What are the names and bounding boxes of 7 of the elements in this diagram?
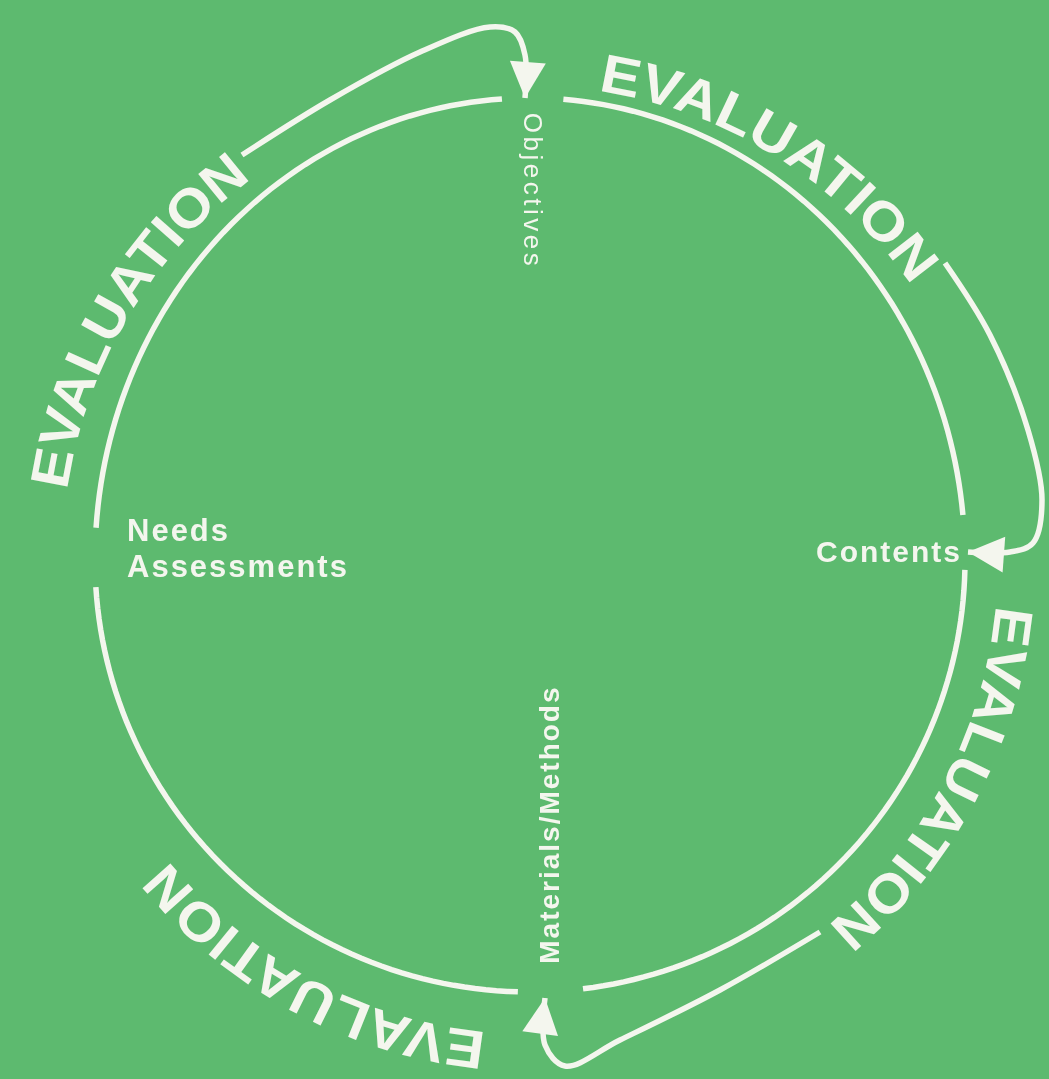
stage-label: Contents: [816, 513, 967, 570]
stage-label: Needs Assessments: [96, 507, 359, 605]
arrow: [240, 24, 546, 158]
arrow: [942, 261, 1045, 573]
arrow: [522, 929, 822, 1069]
stage-label: Materials/Methods: [511, 684, 588, 999]
stage-label: Objectives: [501, 96, 564, 270]
